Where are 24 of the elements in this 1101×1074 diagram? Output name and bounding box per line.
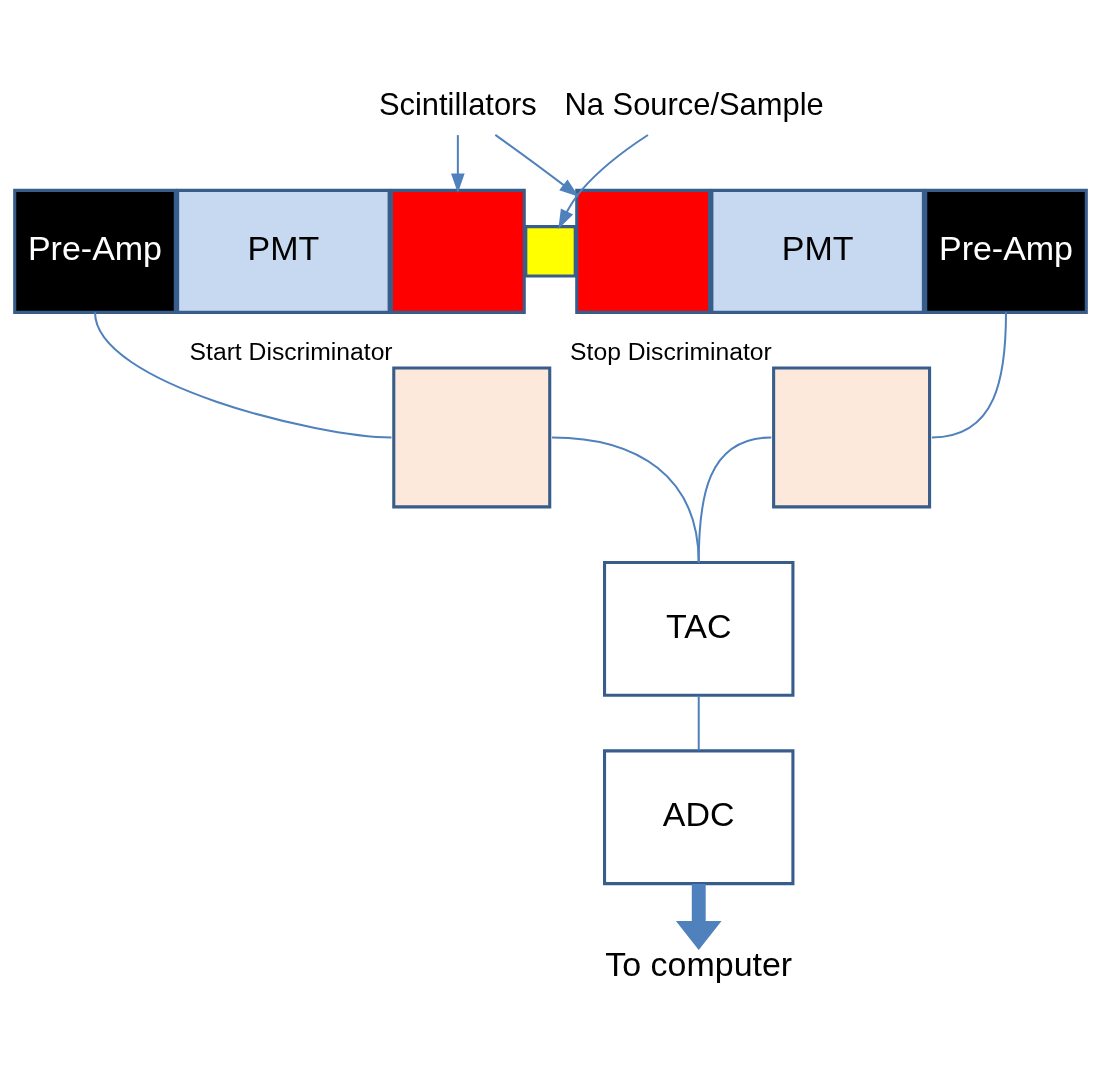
connector — [697, 695, 700, 751]
node-box — [389, 188, 526, 314]
node-box — [575, 188, 712, 314]
node-box: TAC — [603, 560, 795, 697]
arrow — [675, 884, 722, 950]
node-text: Na Source/Sample — [564, 86, 824, 122]
node-box — [772, 366, 932, 509]
node-box: Pre-Amp — [924, 188, 1088, 314]
node-label: Stop Discriminator — [570, 337, 772, 365]
connector — [94, 312, 392, 439]
connector — [931, 312, 1007, 439]
arrow — [494, 134, 579, 197]
node-box: PMT — [710, 188, 925, 314]
arrow — [558, 134, 649, 229]
node-label: Start Discriminator — [189, 337, 393, 365]
node-box: ADC — [603, 749, 795, 886]
connector — [697, 436, 772, 563]
node-box — [524, 225, 577, 278]
arrow — [451, 135, 465, 193]
node-box — [392, 366, 552, 509]
node-text: Scintillators — [378, 86, 537, 122]
node-text: To computer — [605, 944, 793, 983]
node-box: PMT — [176, 188, 391, 314]
node-box: Pre-Amp — [13, 188, 177, 314]
